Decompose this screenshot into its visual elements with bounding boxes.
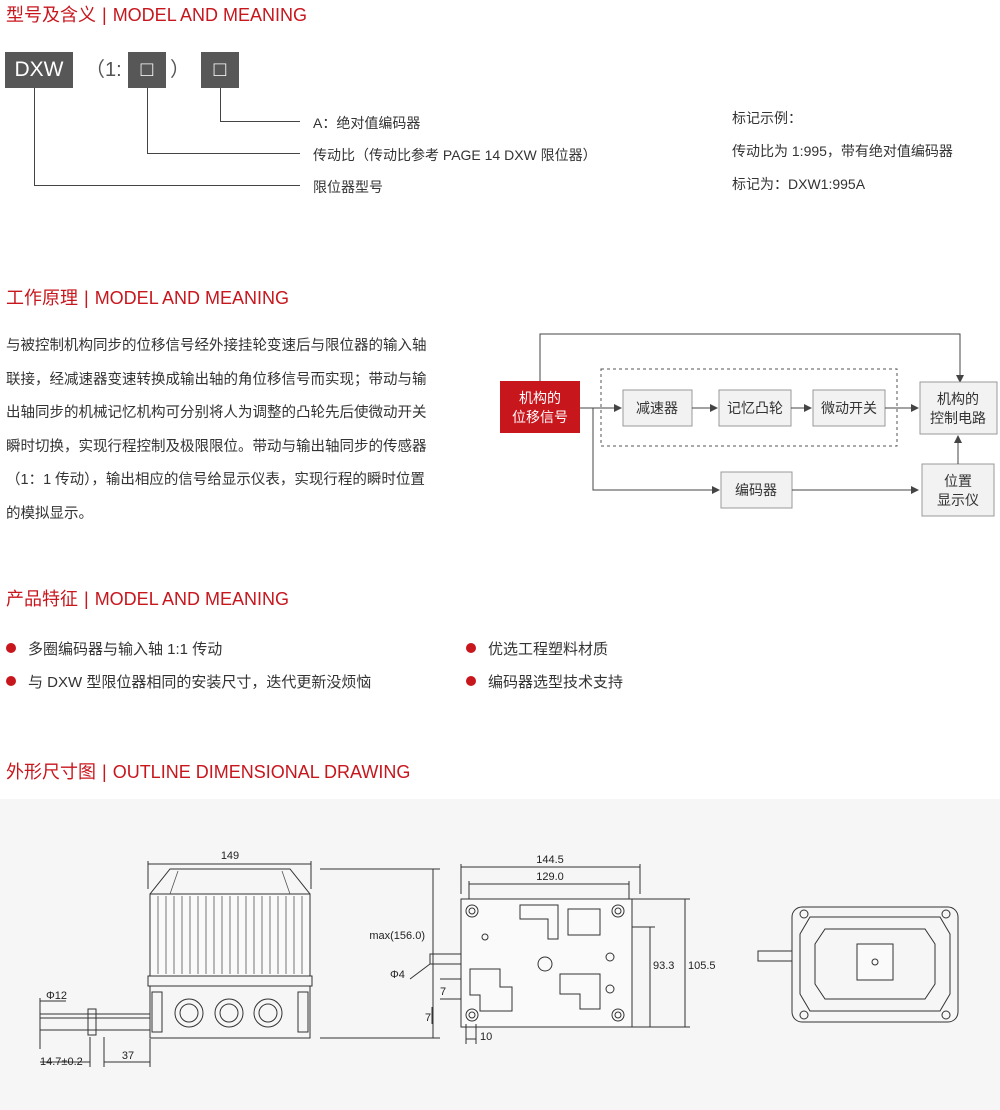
section-title-outline: 外形尺寸图 |OUTLINE DIMENSIONAL DRAWING: [6, 758, 410, 784]
dim-max-height: max(156.0): [369, 930, 425, 942]
example-line-1: 传动比为 1:995，带有绝对值编码器: [732, 143, 953, 159]
model-ratio-slot: □: [128, 52, 166, 88]
section-title-cn: 工作原理: [6, 288, 78, 308]
flow-display-box: [921, 463, 995, 517]
dim-shaft-dia: Φ12: [46, 990, 67, 1002]
flow-line-to-encoder: [592, 408, 720, 494]
section-title-cn: 外形尺寸图: [6, 762, 96, 782]
feature-text: 与 DXW 型限位器相同的安装尺寸，迭代更新没烦恼: [28, 674, 372, 691]
dim-105-5: 105.5: [688, 960, 716, 972]
model-encoder-slot: □: [201, 52, 239, 88]
flow-cam-text: 记忆凸轮: [727, 400, 783, 416]
section-title-separator: |: [84, 288, 89, 308]
flow-cam-box: [718, 389, 792, 427]
dim-144-5: 144.5: [536, 854, 564, 866]
section-title-en: OUTLINE DIMENSIONAL DRAWING: [112, 762, 411, 782]
flow-control-text-2: 控制电路: [930, 410, 986, 426]
flow-signal-text-2: 位移信号: [512, 409, 568, 425]
section-title-en: MODEL AND MEANING: [94, 589, 290, 609]
bullet-dot-icon: [6, 643, 16, 653]
flow-control-text-1: 机构的: [937, 391, 979, 407]
bullet-dot-icon: [466, 676, 476, 686]
flow-signal-text-1: 机构的: [519, 390, 561, 406]
section-title-separator: |: [102, 5, 107, 25]
section-title-cn: 产品特征: [6, 589, 78, 609]
flow-line-top: [539, 333, 964, 383]
section-title-model: 型号及含义 |MODEL AND MEANING: [6, 1, 307, 27]
section-title-separator: |: [84, 589, 89, 609]
feature-text: 多圈编码器与输入轴 1:1 传动: [28, 641, 223, 658]
flow-control-box: [919, 381, 998, 435]
connector-ratio: [147, 88, 300, 154]
bullet-dot-icon: [466, 643, 476, 653]
flow-encoder-box: [720, 471, 793, 509]
feature-item: 与 DXW 型限位器相同的安装尺寸，迭代更新没烦恼: [6, 671, 371, 692]
dim-149: 149: [221, 850, 239, 862]
example-line-2: 标记为：DXW1:995A: [732, 176, 866, 192]
section-title-en: MODEL AND MEANING: [112, 5, 308, 25]
dim-129-0: 129.0: [536, 871, 564, 883]
feature-text: 编码器选型技术支持: [488, 674, 624, 691]
section-title-en: MODEL AND MEANING: [94, 288, 290, 308]
connector-encoder: [220, 88, 300, 122]
legend-ratio: 传动比（传动比参考 PAGE 14 DXW 限位器）: [313, 147, 597, 163]
legend-encoder: A：绝对值编码器: [313, 115, 421, 131]
dim-hole-dia: Φ4: [390, 969, 405, 981]
principle-paragraph: 与被控制机构同步的位移信号经外接挂轮变速后与限位器的输入轴联接，经减速器变速转换…: [6, 338, 427, 522]
flow-display-text-2: 显示仪: [937, 492, 979, 508]
model-open-paren: （1:: [85, 59, 122, 81]
dim-93-3: 93.3: [653, 960, 674, 972]
dim-shaft-len: 37: [122, 1050, 134, 1062]
dim-10: 10: [480, 1031, 492, 1043]
flow-display-text-1: 位置: [944, 473, 972, 489]
section-title-separator: |: [102, 762, 107, 782]
drawing-panel: 149 max(156.0) Φ12 14.7±0.2 37 144.5 129…: [0, 799, 1000, 1110]
model-prefix-box: DXW: [5, 52, 73, 88]
outline-drawing: 149 max(156.0) Φ12 14.7±0.2 37 144.5 129…: [39, 850, 959, 1068]
section-title-principle: 工作原理 |MODEL AND MEANING: [6, 284, 289, 310]
feature-item: 编码器选型技术支持: [466, 671, 623, 692]
flow-switch-text: 微动开关: [821, 400, 877, 416]
flow-diagram: 机构的 位移信号 减速器 记忆凸轮 微动开关 机构的 控制电路 编码器 位置 显…: [500, 333, 998, 517]
flow-reducer-box: [622, 389, 693, 427]
example-title: 标记示例：: [732, 110, 802, 126]
feature-text: 优选工程塑料材质: [488, 641, 609, 658]
feature-item: 多圈编码器与输入轴 1:1 传动: [6, 638, 222, 659]
flow-encoder-text: 编码器: [735, 482, 777, 498]
flow-reducer-text: 减速器: [636, 400, 678, 416]
feature-item: 优选工程塑料材质: [466, 638, 608, 659]
model-close-paren: ）: [170, 59, 190, 81]
section-title-features: 产品特征 |MODEL AND MEANING: [6, 585, 289, 611]
dim-7b: 7: [425, 1012, 431, 1024]
dim-shaft-key: 14.7±0.2: [40, 1056, 83, 1068]
connector-model: [34, 88, 300, 186]
legend-model: 限位器型号: [313, 179, 383, 195]
section-title-cn: 型号及含义: [6, 5, 96, 25]
dim-7a: 7: [440, 986, 446, 998]
flow-signal-box: [500, 381, 580, 433]
bullet-dot-icon: [6, 676, 16, 686]
